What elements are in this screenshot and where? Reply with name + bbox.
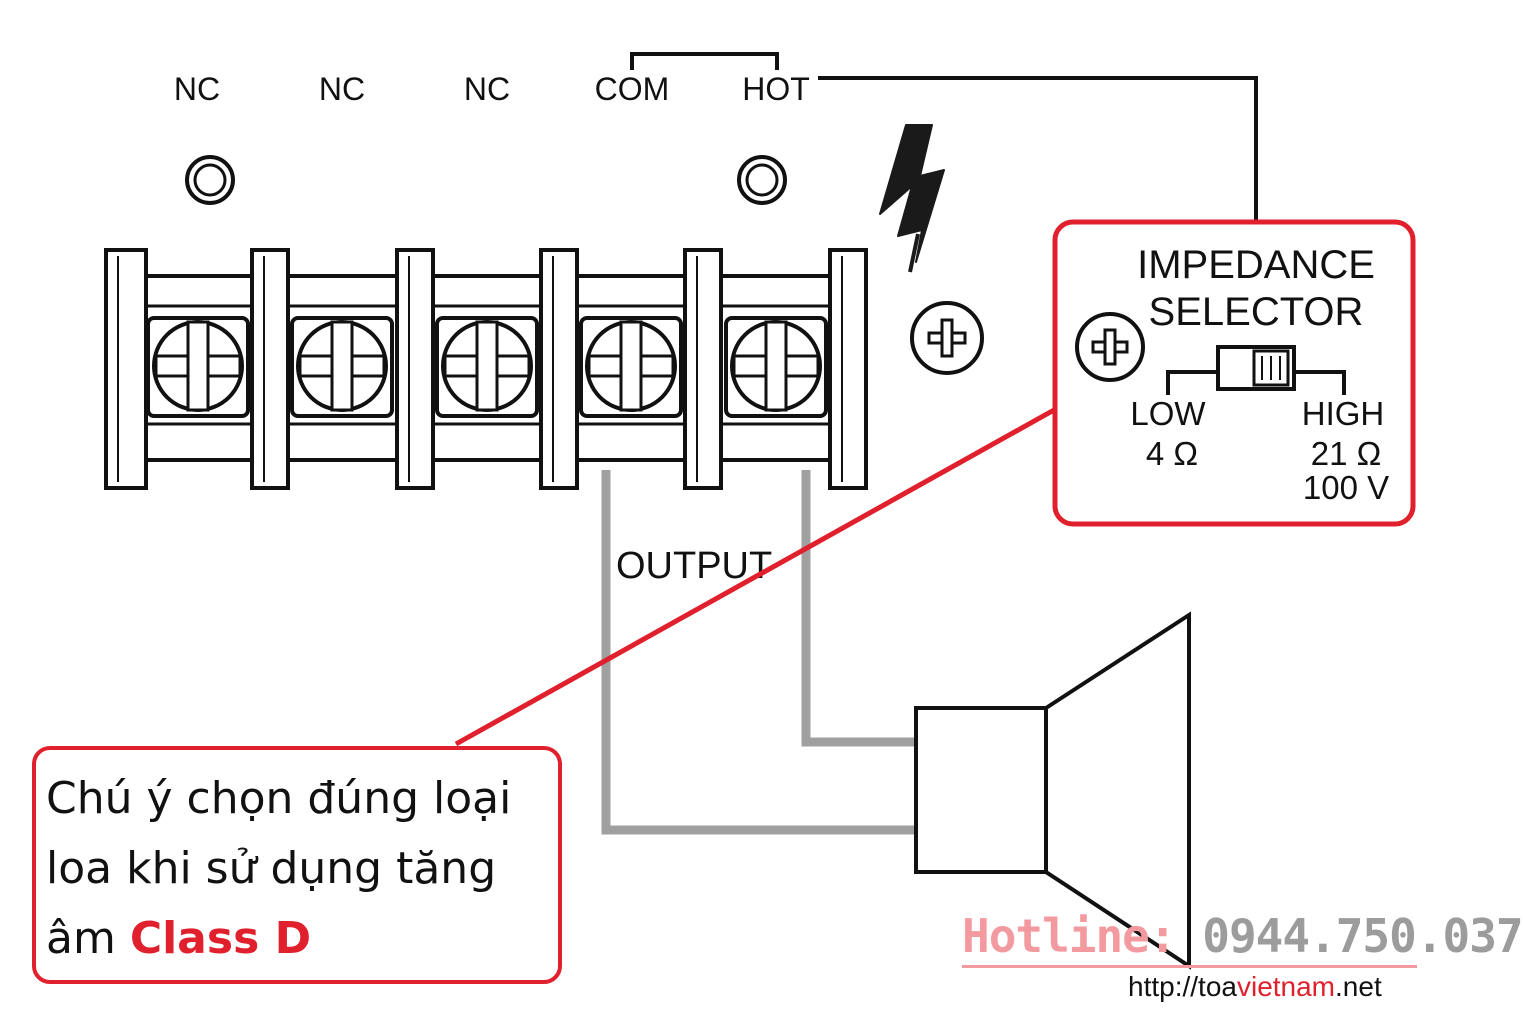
mounting-hole-left [185,155,235,205]
note-line-1: Chú ý chọn đúng loại [46,773,512,824]
low-label: LOW [1130,395,1206,432]
website-mid: vietnam [1236,971,1336,1002]
terminal-label-com: COM [595,71,670,107]
com-hot-bridge [630,52,779,70]
terminal-label-hot: HOT [742,71,810,107]
selector-screw-icon [1075,312,1145,382]
output-wire-hot [801,470,916,747]
class-d-note: Chú ý chọn đúng loại loa khi sử dụng tăn… [32,746,562,984]
hotline-number: 0944.750.037 [1202,909,1523,963]
wiring-diagram: NC NC NC COM HOT [32,52,1523,1004]
high-value: 21 Ω [1311,435,1382,472]
terminal-label-nc-2: NC [319,71,365,107]
website-prefix: http://toa [1128,971,1237,1002]
high-voltage: 100 V [1303,469,1389,506]
terminal-screw-2 [290,316,394,418]
hot-to-selector-wire [818,76,1258,222]
terminal-screw-com [579,316,683,418]
website-suffix: .net [1335,971,1382,1002]
hotline-key: Hotline: [962,909,1177,963]
low-value: 4 Ω [1146,435,1198,472]
terminal-screw-1 [146,316,250,418]
note-line-2: loa khi sử dụng tăng [46,843,497,894]
note-class-d: Class D [129,913,312,964]
impedance-selector-title-2: SELECTOR [1149,290,1364,334]
note-line-3: âm Class D [46,904,548,974]
high-voltage-warning-icon [879,124,945,273]
terminal-screw-3 [435,316,539,418]
impedance-selector-title-1: IMPEDANCE [1137,243,1375,287]
mounting-hole-right [737,155,787,205]
fixing-screw-icon [910,301,984,375]
website-link[interactable]: http://toavietnam.net [1128,970,1382,1004]
hotline: Hotline: 0944.750.037 [962,906,1523,970]
output-wire-com [601,470,916,835]
high-label: HIGH [1302,395,1385,432]
hotline-underline [962,965,1417,968]
impedance-slide-switch[interactable] [1166,345,1346,395]
note-line-3-prefix: âm [46,913,130,964]
terminal-label-nc-1: NC [174,71,220,107]
terminal-label-nc-3: NC [464,71,510,107]
diagram-canvas: NC NC NC COM HOT [104,52,1416,970]
callout-connector [454,407,1056,747]
terminal-screw-hot [724,316,828,418]
